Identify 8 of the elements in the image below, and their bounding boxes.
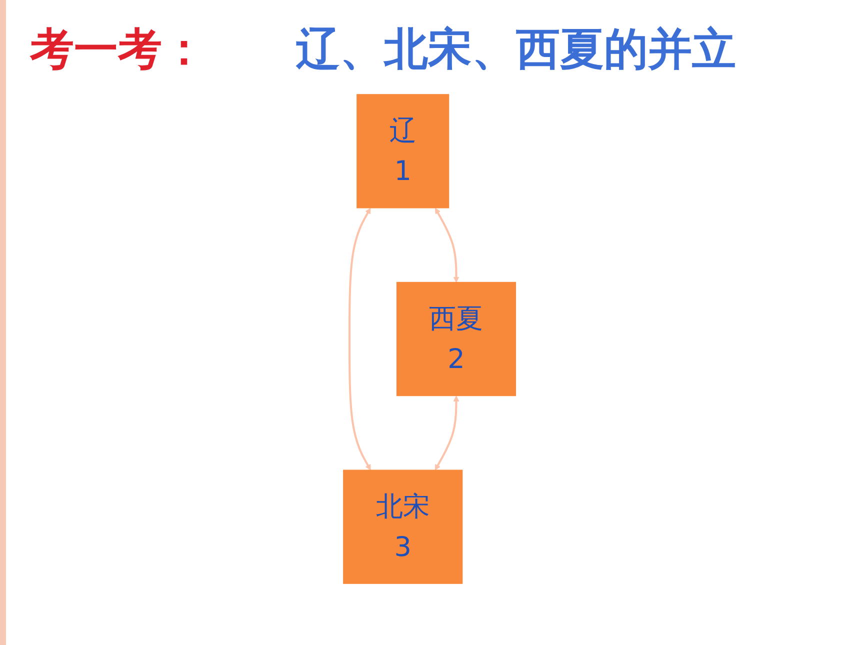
heading-label: 考一考： [30, 24, 206, 75]
arrow [348, 208, 372, 470]
node-box: 北宋 3 [344, 470, 464, 584]
title: 辽、北宋、西夏的并立 [296, 23, 736, 77]
node-box: 辽 1 [357, 94, 450, 208]
node-box: 西夏 2 [396, 282, 516, 396]
arrow [435, 208, 460, 283]
arrow [435, 396, 460, 470]
